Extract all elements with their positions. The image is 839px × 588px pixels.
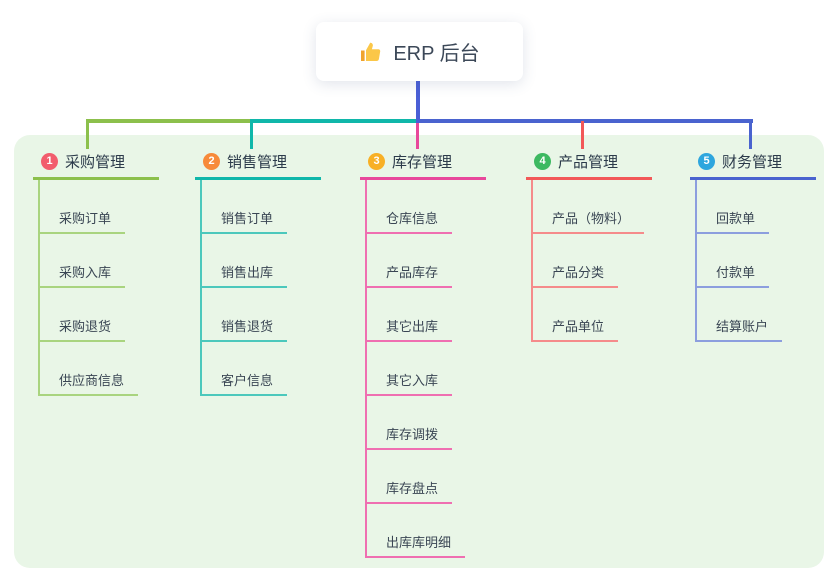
child-node-label: 库存调拨 — [386, 427, 439, 442]
branch-number-badge: 4 — [534, 152, 551, 170]
branch-node-product[interactable]: 4 产品管理 — [526, 148, 652, 180]
branch-node-label: 销售管理 — [227, 153, 288, 171]
branch-column-finance: 5 财务管理 回款单付款单结算账户 — [690, 148, 816, 342]
child-node-label: 结算账户 — [716, 319, 769, 334]
branch-drop-finance — [749, 121, 752, 149]
child-node-label: 销售退货 — [221, 319, 274, 334]
branch-drop-purchase — [86, 121, 89, 149]
child-node[interactable]: 结算账户 — [697, 288, 783, 342]
branch-node-sales[interactable]: 2 销售管理 — [195, 148, 321, 180]
branch-children: 销售订单销售出库销售退货客户信息 — [200, 180, 321, 396]
branch-node-finance[interactable]: 5 财务管理 — [690, 148, 816, 180]
child-node[interactable]: 付款单 — [697, 234, 770, 288]
branch-column-purchase: 1 采购管理 采购订单采购入库采购退货供应商信息 — [33, 148, 159, 396]
child-node-label: 供应商信息 — [59, 373, 125, 388]
branch-children: 回款单付款单结算账户 — [695, 180, 816, 342]
branch-node-label: 财务管理 — [722, 153, 783, 171]
child-node-label: 采购订单 — [59, 211, 112, 226]
branch-children: 采购订单采购入库采购退货供应商信息 — [38, 180, 159, 396]
child-node-label: 库存盘点 — [386, 481, 439, 496]
child-node[interactable]: 产品分类 — [533, 234, 619, 288]
child-node-label: 其它入库 — [386, 373, 439, 388]
branch-column-product: 4 产品管理 产品（物料） 产品分类产品单位 — [526, 148, 652, 342]
root-connector — [416, 81, 420, 123]
bus-segment-sales — [250, 119, 418, 123]
child-node-label: 销售出库 — [221, 265, 274, 280]
bus-segment-purchase — [86, 119, 253, 123]
thumbs-up-icon — [359, 40, 383, 64]
child-node[interactable]: 销售出库 — [202, 234, 288, 288]
branch-number-badge: 5 — [698, 152, 715, 170]
child-node-label: 客户信息 — [221, 373, 274, 388]
child-node-label: 出库库明细 — [386, 535, 452, 550]
branch-drop-sales — [250, 121, 253, 149]
child-node-label: 回款单 — [716, 211, 756, 226]
child-node-label: 采购退货 — [59, 319, 112, 334]
child-node-label: 产品单位 — [552, 319, 605, 334]
child-node[interactable]: 其它出库 — [367, 288, 453, 342]
branch-node-purchase[interactable]: 1 采购管理 — [33, 148, 159, 180]
branch-drop-inventory — [416, 121, 419, 149]
child-node[interactable]: 采购入库 — [40, 234, 126, 288]
child-node-label: 付款单 — [716, 265, 756, 280]
child-node[interactable]: 仓库信息 — [367, 180, 453, 234]
root-label: ERP 后台 — [393, 43, 480, 65]
child-node[interactable]: 出库库明细 — [367, 504, 466, 558]
child-node-label: 其它出库 — [386, 319, 439, 334]
child-node[interactable]: 采购退货 — [40, 288, 126, 342]
child-node[interactable]: 销售退货 — [202, 288, 288, 342]
child-node[interactable]: 产品（物料） — [533, 180, 645, 234]
child-node[interactable]: 产品库存 — [367, 234, 453, 288]
child-node-label: 产品分类 — [552, 265, 605, 280]
child-node[interactable]: 供应商信息 — [40, 342, 139, 396]
branch-children: 产品（物料） 产品分类产品单位 — [531, 180, 652, 342]
branch-node-inventory[interactable]: 3 库存管理 — [360, 148, 486, 180]
child-node[interactable]: 回款单 — [697, 180, 770, 234]
bus-segment-finance — [416, 119, 753, 123]
branch-number-badge: 3 — [368, 152, 385, 170]
child-node[interactable]: 销售订单 — [202, 180, 288, 234]
branch-children: 仓库信息产品库存其它出库其它入库库存调拨库存盘点出库库明细 — [365, 180, 486, 558]
background-panel — [14, 135, 824, 568]
child-node-label: 销售订单 — [221, 211, 274, 226]
branch-node-label: 库存管理 — [392, 153, 453, 171]
child-node-label: 产品（物料） — [552, 211, 631, 226]
branch-column-sales: 2 销售管理 销售订单销售出库销售退货客户信息 — [195, 148, 321, 396]
root-node[interactable]: ERP 后台 — [316, 22, 523, 81]
child-node[interactable]: 客户信息 — [202, 342, 288, 396]
child-node[interactable]: 采购订单 — [40, 180, 126, 234]
branch-node-label: 采购管理 — [65, 153, 126, 171]
child-node-label: 仓库信息 — [386, 211, 439, 226]
branch-column-inventory: 3 库存管理 仓库信息产品库存其它出库其它入库库存调拨库存盘点出库库明细 — [360, 148, 486, 558]
branch-number-badge: 2 — [203, 152, 220, 170]
child-node[interactable]: 库存盘点 — [367, 450, 453, 504]
branch-node-label: 产品管理 — [558, 153, 619, 171]
child-node-label: 产品库存 — [386, 265, 439, 280]
child-node-label: 采购入库 — [59, 265, 112, 280]
child-node[interactable]: 库存调拨 — [367, 396, 453, 450]
child-node[interactable]: 产品单位 — [533, 288, 619, 342]
child-node[interactable]: 其它入库 — [367, 342, 453, 396]
branch-drop-product — [581, 121, 584, 149]
branch-number-badge: 1 — [41, 152, 58, 170]
